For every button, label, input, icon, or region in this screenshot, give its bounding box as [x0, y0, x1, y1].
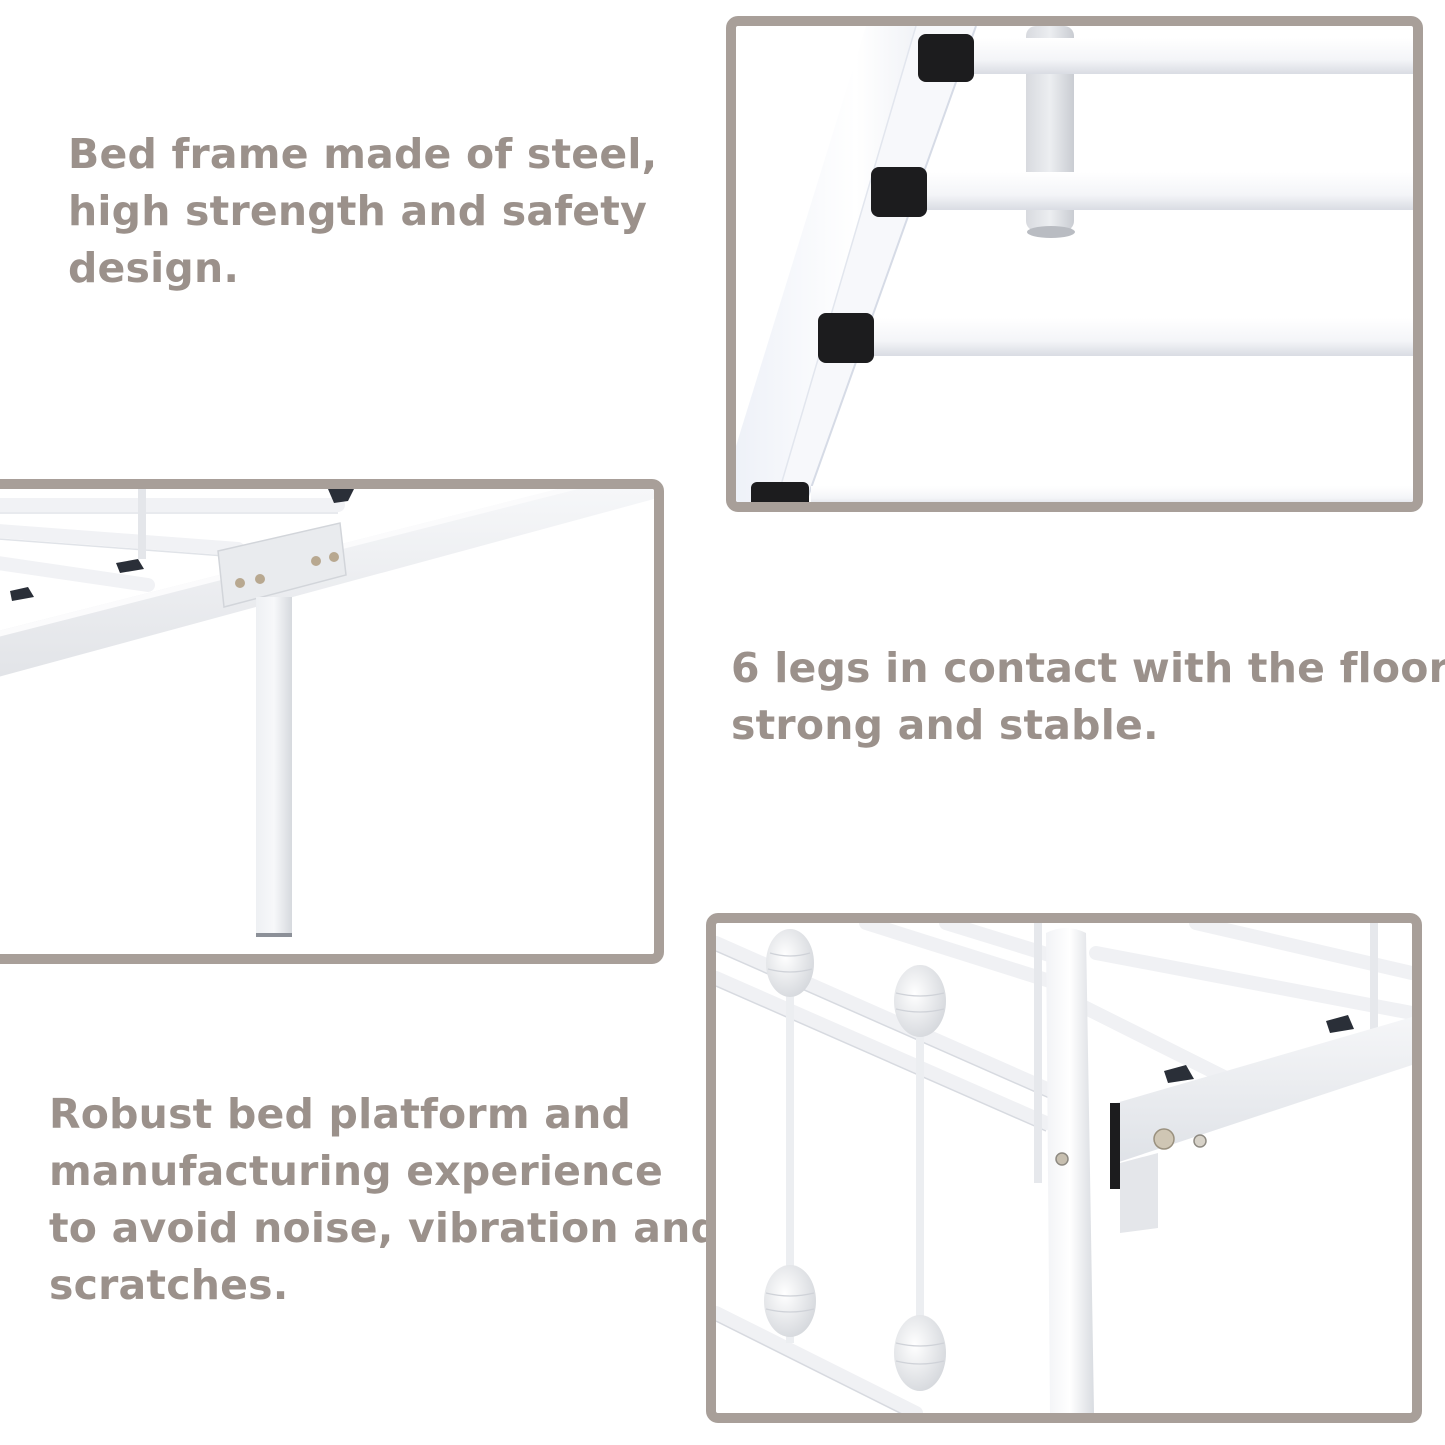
- caption-line: scratches.: [49, 1261, 289, 1309]
- photo-footboard-corner: [706, 913, 1422, 1423]
- photo-slats-closeup: [726, 16, 1423, 512]
- caption-line: strong and stable.: [731, 701, 1159, 749]
- photo-center-leg: [0, 479, 664, 964]
- caption-line: Bed frame made of steel,: [68, 130, 658, 178]
- caption-six-legs: 6 legs in contact with the floor, strong…: [731, 640, 1445, 754]
- caption-line: 6 legs in contact with the floor,: [731, 644, 1445, 692]
- caption-line: manufacturing experience: [49, 1147, 664, 1195]
- caption-line: design.: [68, 244, 240, 292]
- caption-robust-platform: Robust bed platform and manufacturing ex…: [49, 1086, 720, 1314]
- caption-line: to avoid noise, vibration and: [49, 1204, 721, 1252]
- footboard-corner-illustration: [716, 923, 1412, 1413]
- slats-closeup-illustration: [736, 26, 1413, 502]
- center-leg-illustration: [0, 489, 654, 937]
- caption-line: Robust bed platform and: [49, 1090, 632, 1138]
- caption-steel-frame: Bed frame made of steel, high strength a…: [68, 126, 657, 297]
- caption-line: high strength and safety: [68, 187, 648, 235]
